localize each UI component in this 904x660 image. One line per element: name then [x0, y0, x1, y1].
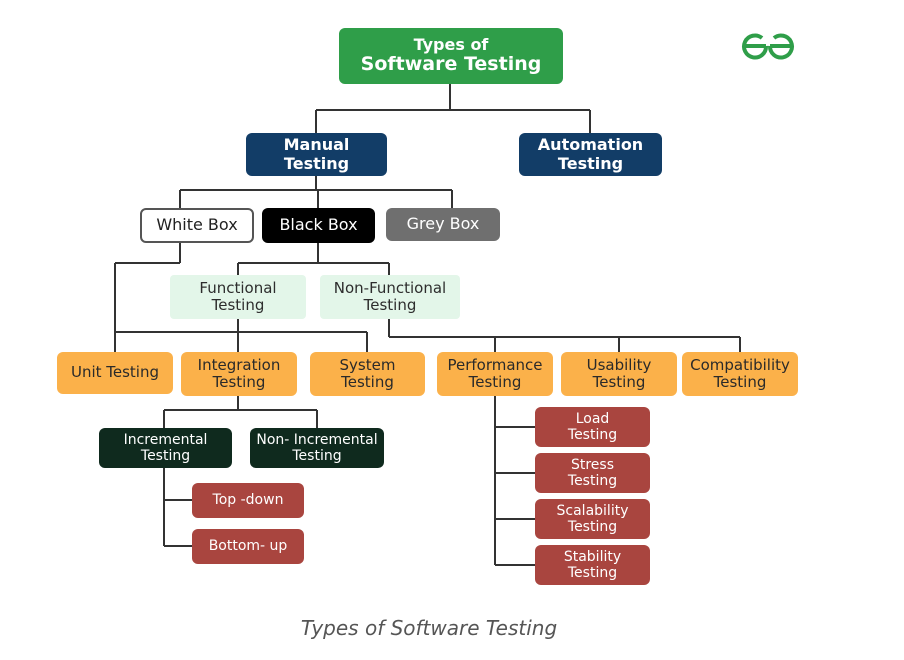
white-box-node: White Box	[140, 208, 254, 243]
performance-testing-node: Performance Testing	[437, 352, 553, 396]
figure-caption: Types of Software Testing	[300, 616, 558, 640]
functional-testing-node: Functional Testing	[170, 275, 306, 319]
compatibility-testing-node: Compatibility Testing	[682, 352, 798, 396]
top-down-node: Top -down	[192, 483, 304, 518]
scalability-testing-node: Scalability Testing	[535, 499, 650, 539]
automation-testing-node: Automation Testing	[519, 133, 662, 176]
root-line2: Software Testing	[360, 53, 542, 76]
non-functional-testing-node: Non-Functional Testing	[320, 275, 460, 319]
stress-testing-node: Stress Testing	[535, 453, 650, 493]
integration-testing-node: Integration Testing	[181, 352, 297, 396]
root-node: Types of Software Testing	[339, 28, 563, 84]
grey-box-node: Grey Box	[386, 208, 500, 241]
root-line1: Types of	[413, 34, 489, 54]
incremental-testing-node: Incremental Testing	[99, 428, 232, 468]
bottom-up-node: Bottom- up	[192, 529, 304, 564]
unit-testing-node: Unit Testing	[57, 352, 173, 394]
system-testing-node: System Testing	[310, 352, 425, 396]
non-incremental-testing-node: Non- Incremental Testing	[250, 428, 384, 468]
load-testing-node: Load Testing	[535, 407, 650, 447]
black-box-node: Black Box	[262, 208, 375, 243]
usability-testing-node: Usability Testing	[561, 352, 677, 396]
stability-testing-node: Stability Testing	[535, 545, 650, 585]
manual-testing-node: Manual Testing	[246, 133, 387, 176]
geeksforgeeks-logo-icon	[742, 33, 794, 60]
